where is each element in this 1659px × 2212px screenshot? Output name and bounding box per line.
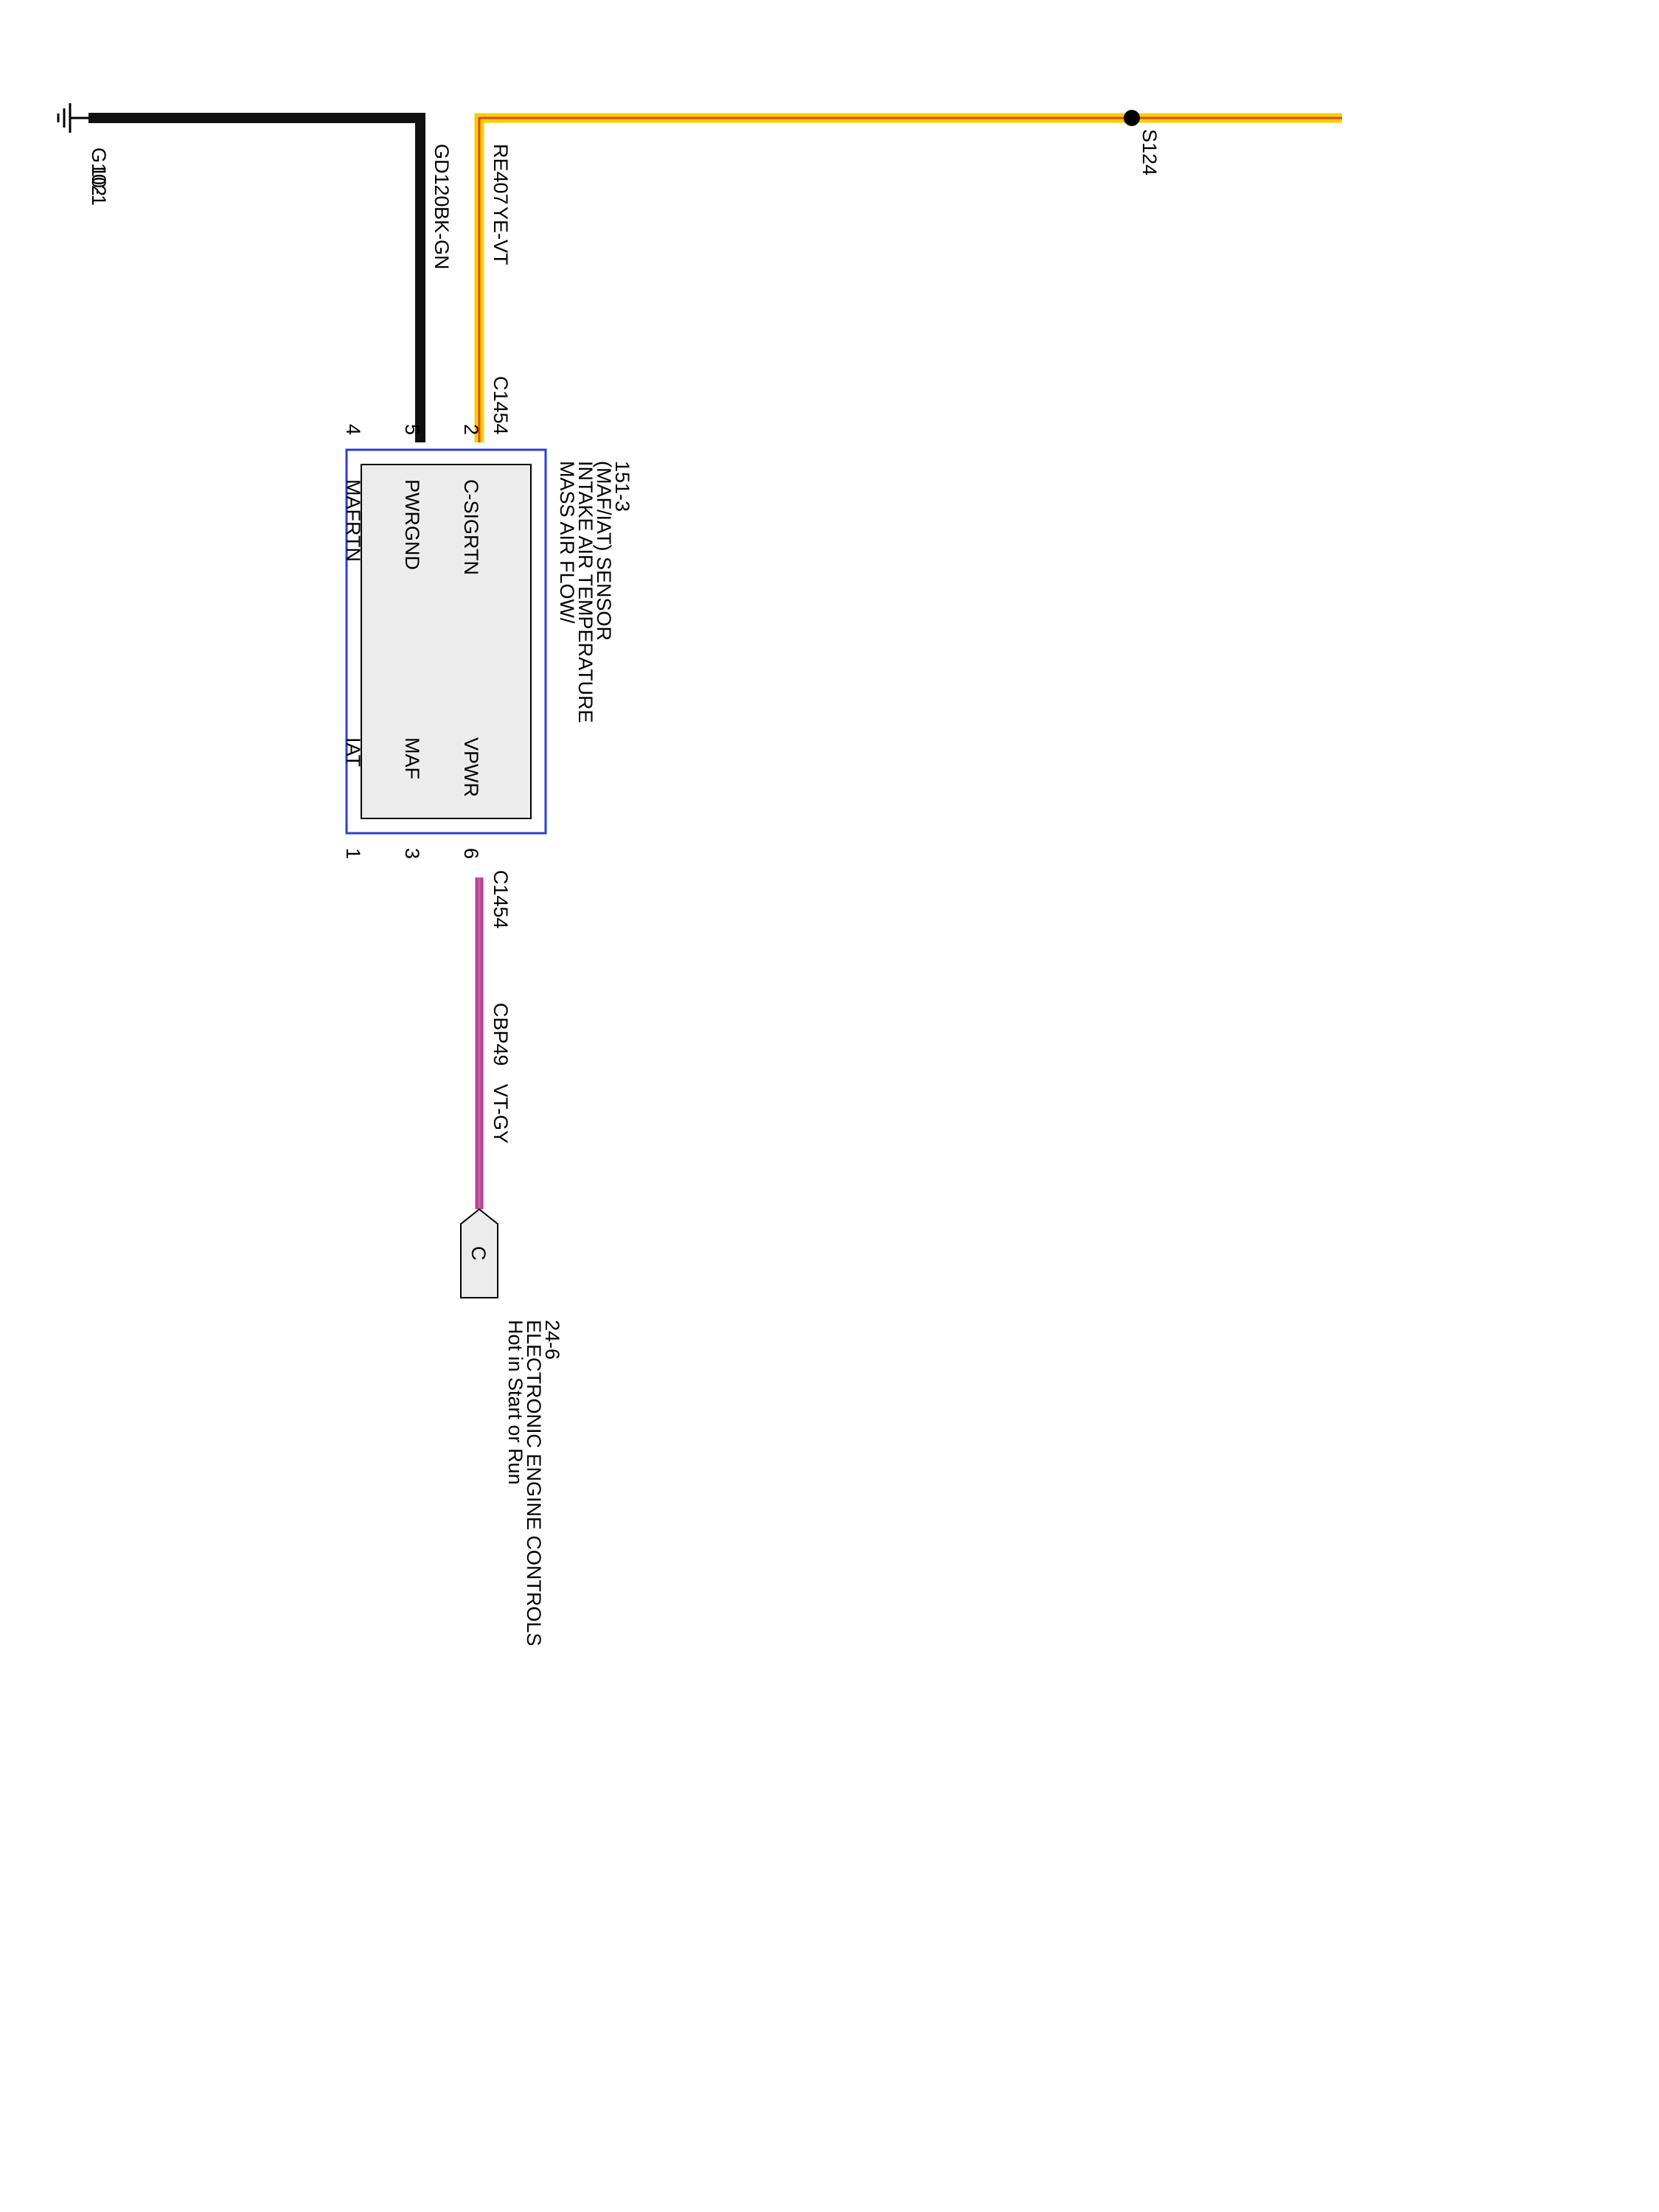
ref-c-page: 24-6: [541, 1320, 563, 1360]
maf-pin-5: 5: [401, 424, 423, 435]
splice-s124: [1124, 110, 1140, 126]
ref-c-desc-2: ELECTRONIC ENGINE CONTROLS: [523, 1320, 545, 1646]
maf-connector-bottom: C1454: [490, 870, 512, 929]
ground-wire-color: BK-GN: [431, 206, 453, 270]
ref-c-tag: [460, 1208, 498, 1298]
maf-title-4: 151-3: [611, 461, 633, 512]
ye-vt-trunk: [474, 113, 1342, 442]
maf-pin-4: 4: [342, 424, 364, 435]
maf-pin-name-iat: IAT: [342, 737, 364, 767]
maf-pin-name-csigrtn: C-SIGRTN: [460, 479, 482, 575]
splice-label: S124: [1138, 129, 1161, 175]
trunk-circuit: RE407: [490, 144, 512, 205]
ground-wire-circuit: GD120: [431, 144, 453, 207]
maf-pin-6: 6: [460, 848, 482, 859]
maf-connector-top: C1454: [490, 376, 512, 435]
ground-symbol-icon: [57, 103, 88, 133]
maf-pin-name-vpwr: VPWR: [460, 737, 482, 797]
maf-pin-1: 1: [342, 848, 364, 859]
cbp49-color: VT-GY: [490, 1084, 512, 1144]
maf-title-1: MASS AIR FLOW/: [556, 461, 578, 624]
ref-c-letter: C: [467, 1246, 490, 1261]
maf-pin-name-pwrgnd: PWRGND: [401, 479, 423, 570]
cbp49-circuit: CBP49: [490, 1003, 512, 1066]
maf-pin-name-mafrtn: MAFRTN: [342, 479, 364, 562]
ground-id: G102: [88, 147, 110, 196]
maf-title-2: INTAKE AIR TEMPERATURE: [574, 461, 597, 723]
trunk-color: YE-VT: [490, 206, 512, 265]
ground-wire: [88, 113, 425, 442]
maf-pin-2: 2: [460, 424, 482, 435]
maf-pin-3: 3: [401, 848, 423, 859]
maf-pin-name-maf: MAF: [401, 737, 423, 779]
ground-ref: 10-1: [88, 166, 110, 206]
maf-sensor: [345, 448, 547, 835]
maf-title-3: (MAF/IAT) SENSOR: [593, 461, 615, 641]
ref-c-desc-1: Hot in Start or Run: [504, 1320, 526, 1485]
